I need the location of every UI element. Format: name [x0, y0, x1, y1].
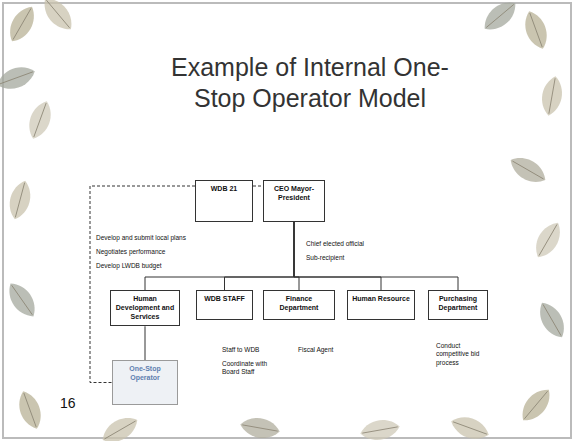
note-text: Develop and submit local plans	[96, 234, 206, 242]
slide-frame	[3, 3, 571, 438]
slide-title: Example of Internal One-Stop Operator Mo…	[150, 52, 470, 115]
box-label: WDB STAFF	[200, 295, 249, 304]
leaf	[520, 8, 552, 52]
dashed-link	[253, 186, 263, 187]
org-box: Human Resource	[347, 290, 415, 320]
operator-box: One-Stop Operator	[112, 360, 178, 405]
note-text: Sub-recipient	[306, 254, 396, 262]
leaf	[539, 75, 565, 118]
leaf	[38, 0, 79, 36]
box-label: WDB 21	[199, 185, 249, 194]
leaf	[4, 2, 41, 46]
leaf	[0, 62, 38, 94]
box-label: Finance Department	[267, 295, 331, 313]
page-number: 16	[60, 394, 90, 412]
leaf	[534, 298, 571, 342]
box-label: One-Stop Operator	[116, 365, 174, 383]
box-label: Human Resource	[351, 295, 411, 304]
box-label: CEO Mayor-President	[267, 185, 321, 203]
reporting-line	[294, 222, 458, 290]
leaf	[5, 178, 34, 222]
dashed-link	[90, 186, 195, 383]
org-box: CEO Mayor-President	[263, 180, 325, 222]
leaf	[239, 415, 282, 441]
reporting-line	[145, 222, 294, 290]
leaf	[448, 412, 492, 441]
note-text: Staff to WDB	[222, 346, 292, 354]
org-box: Finance Department	[263, 290, 335, 320]
leaf	[3, 278, 42, 322]
leaf	[516, 383, 557, 426]
org-box: WDB STAFF	[196, 290, 253, 320]
reporting-line	[225, 222, 295, 290]
note-text: Coordinate with Board Staff	[222, 360, 282, 377]
leaf	[506, 152, 550, 189]
leaf	[359, 417, 402, 441]
org-box: Purchasing Department	[428, 290, 488, 320]
note-text: Conduct competitive bid process	[436, 342, 488, 367]
note-text: Chief elected official	[306, 240, 396, 248]
note-text: Develop LWDB budget	[96, 262, 206, 270]
leaf	[98, 412, 142, 441]
box-label: Purchasing Department	[432, 295, 484, 313]
note-text: Fiscal Agent	[298, 346, 368, 354]
leaf	[24, 98, 56, 142]
reporting-line	[294, 222, 299, 290]
reporting-line	[145, 326, 146, 360]
leaf	[14, 388, 46, 432]
leaf	[530, 218, 567, 262]
org-box: WDB 21	[195, 180, 253, 222]
leaf	[478, 0, 521, 36]
box-label: Human Development and Services	[114, 295, 176, 321]
note-text: Negotiates performance	[96, 248, 206, 256]
org-box: Human Development and Services	[110, 290, 180, 326]
